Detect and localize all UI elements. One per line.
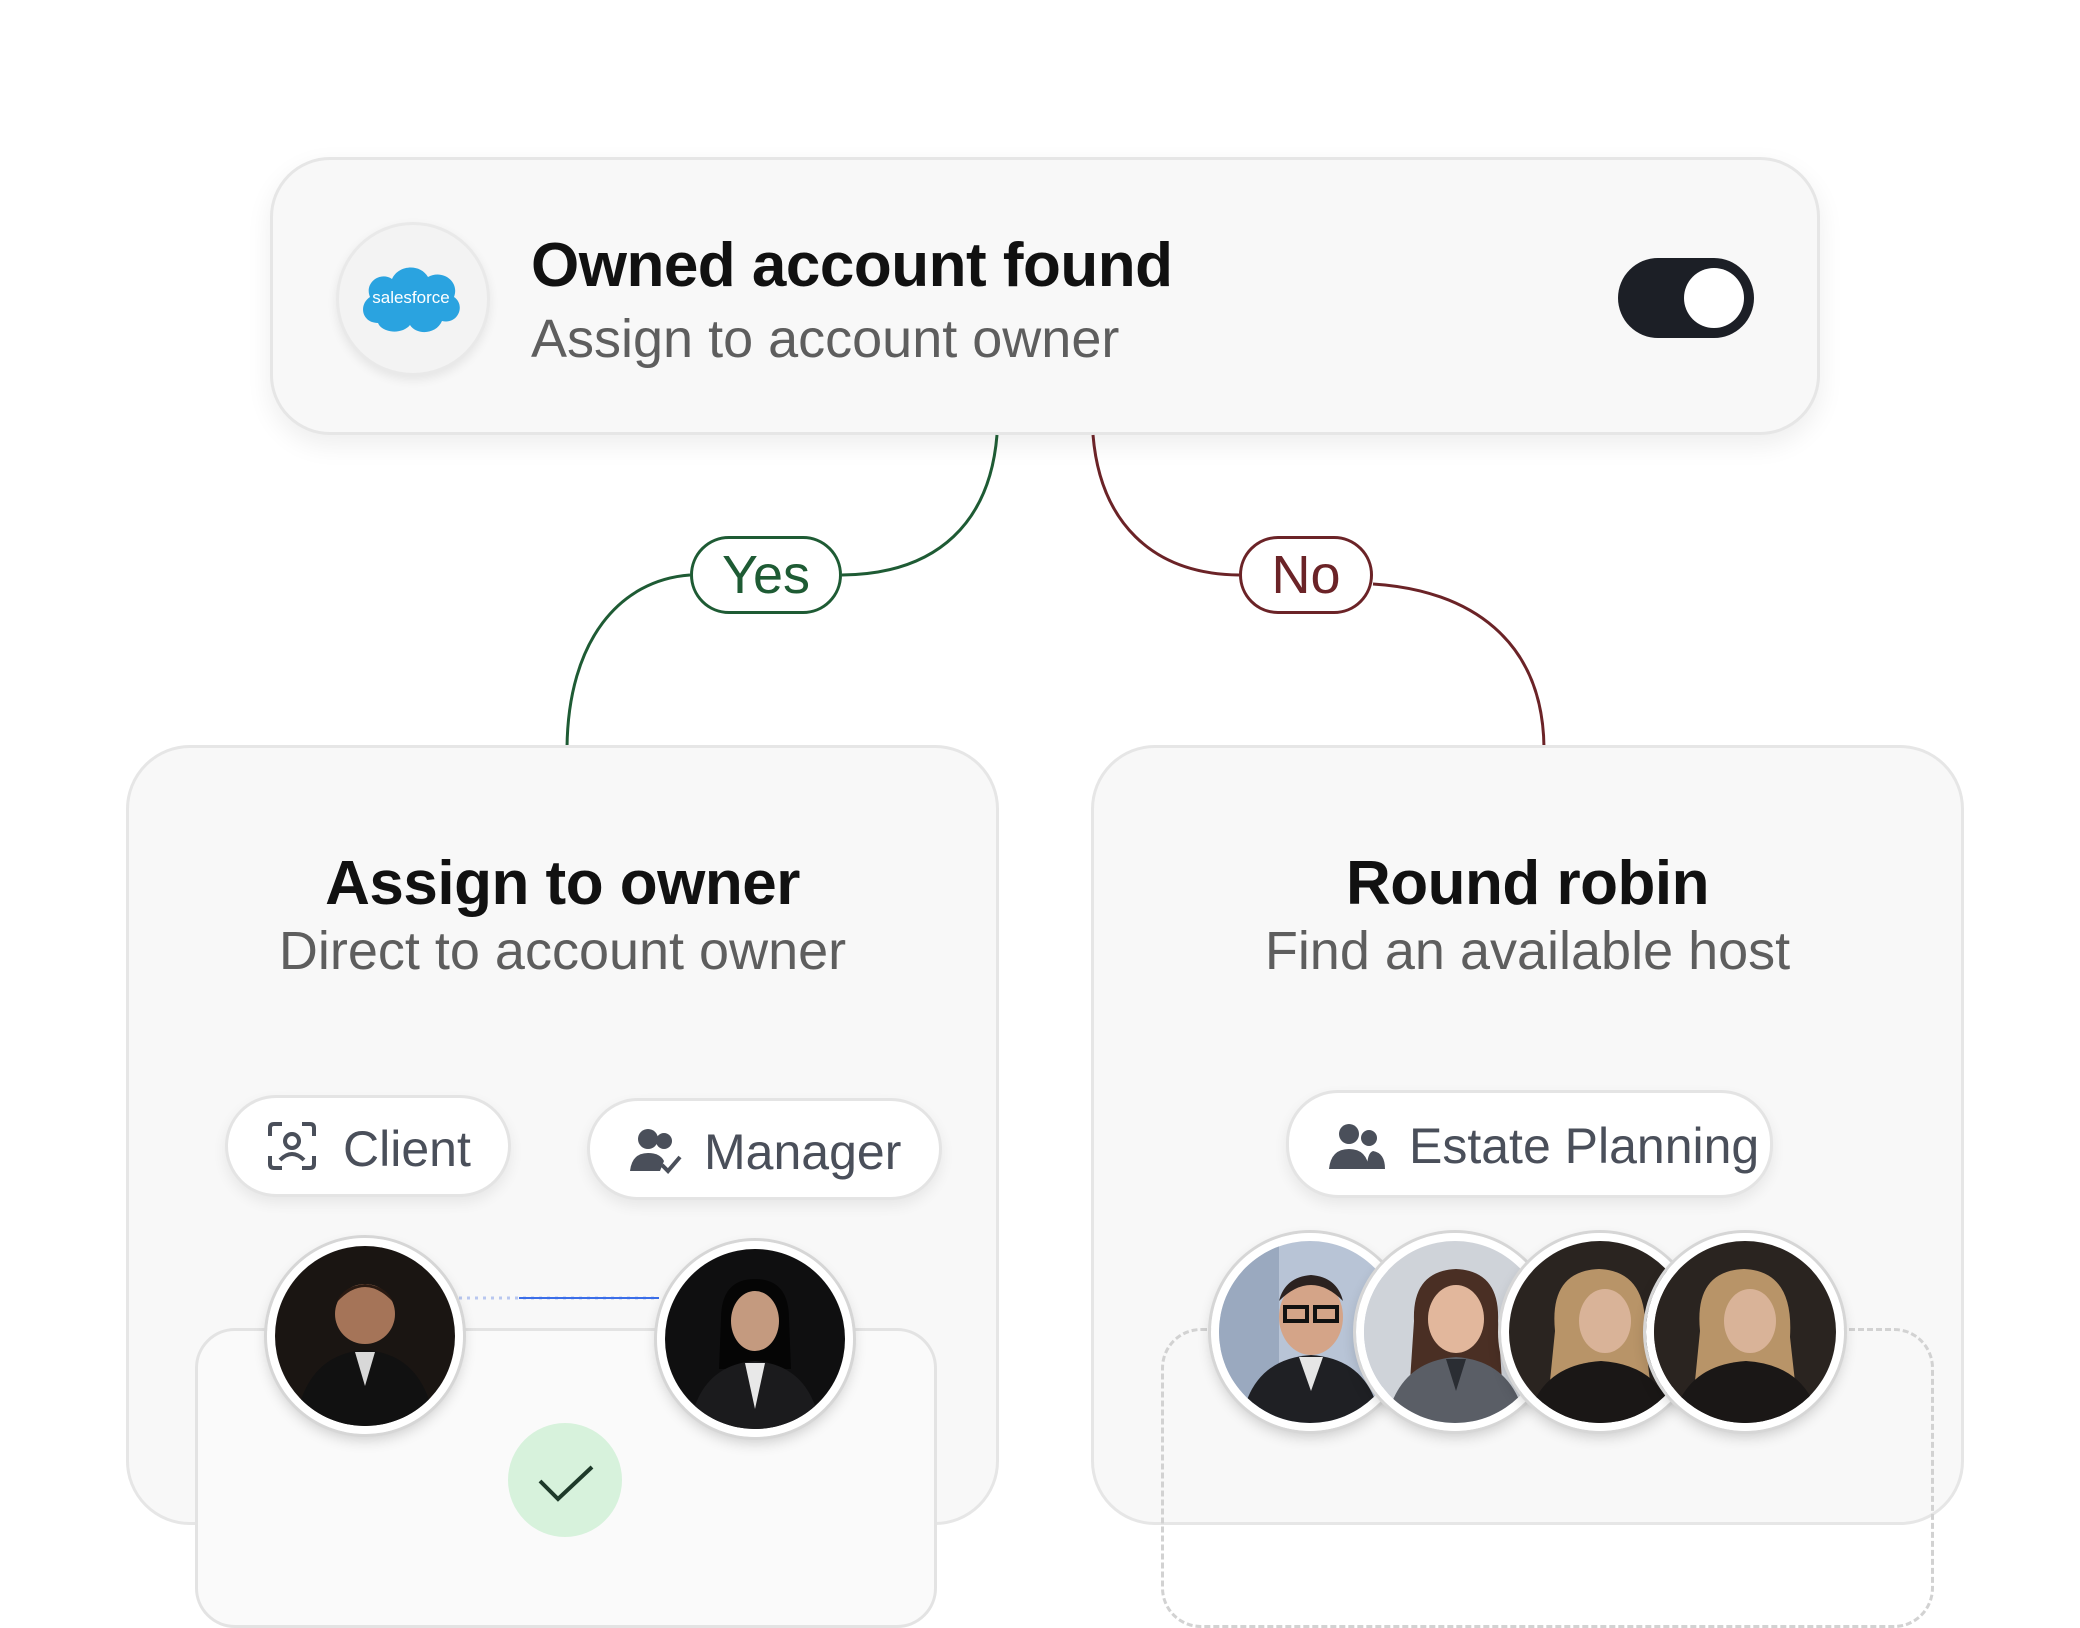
yes-connector-line xyxy=(565,434,999,749)
toggle-knob xyxy=(1684,268,1744,328)
estate-planning-chip[interactable]: Estate Planning xyxy=(1286,1090,1773,1198)
salesforce-logo: salesforce xyxy=(336,222,490,376)
rule-title: Owned account found xyxy=(531,231,1173,300)
no-connector-line xyxy=(1091,434,1546,749)
round-robin-title: Round robin xyxy=(1346,849,1709,918)
assign-card-subtitle: Direct to account owner xyxy=(278,921,847,981)
rule-toggle[interactable] xyxy=(1618,258,1754,338)
manager-chip[interactable]: Manager xyxy=(587,1098,942,1200)
assign-to-owner-card[interactable]: Assign to owner Direct to account owner … xyxy=(126,745,999,1628)
estate-planning-chip-label: Estate Planning xyxy=(1409,1118,1760,1174)
no-branch-label[interactable]: No xyxy=(1239,536,1373,614)
branch-connectors xyxy=(565,434,1546,749)
assignment-success-badge xyxy=(508,1423,622,1537)
client-avatar xyxy=(267,1238,463,1434)
round-robin-subtitle: Find an available host xyxy=(1264,921,1791,981)
team-icon xyxy=(1329,1124,1385,1169)
round-robin-card[interactable]: Round robin Find an available host Estat… xyxy=(1091,745,1964,1628)
salesforce-logo-text: salesforce xyxy=(372,288,449,307)
host-avatar-3 xyxy=(1501,1233,1699,1431)
rule-subtitle: Assign to account owner xyxy=(531,309,1120,369)
client-chip[interactable]: Client xyxy=(225,1095,511,1197)
client-scan-icon xyxy=(268,1122,316,1170)
user-check-icon xyxy=(630,1129,682,1174)
manager-chip-label: Manager xyxy=(704,1124,902,1180)
checkmark-icon xyxy=(538,1465,594,1502)
client-chip-label: Client xyxy=(343,1121,471,1177)
yes-branch-label[interactable]: Yes xyxy=(690,536,842,614)
host-avatar-4 xyxy=(1646,1233,1844,1431)
rule-card: salesforce Owned account found Assign to… xyxy=(270,157,1820,435)
assign-card-title: Assign to owner xyxy=(325,849,800,918)
owner-link-line xyxy=(459,1296,659,1300)
manager-avatar xyxy=(657,1241,853,1437)
